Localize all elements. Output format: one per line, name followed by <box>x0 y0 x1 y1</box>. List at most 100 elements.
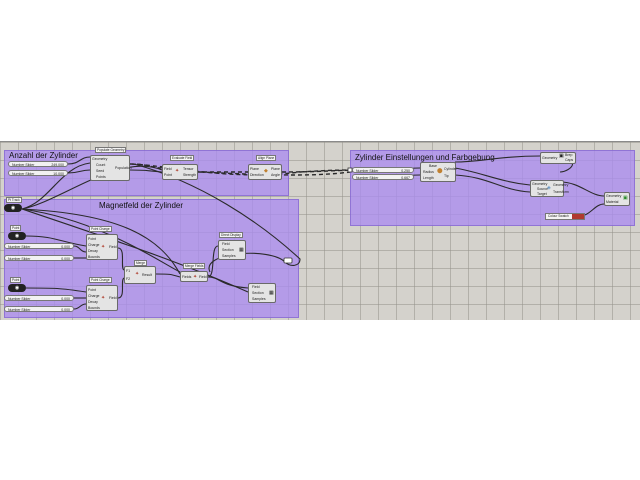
charge-icon: ✦ <box>101 295 106 301</box>
input-geometry[interactable]: Geometry <box>92 157 108 161</box>
align-plane-title: Align Plane <box>256 155 277 161</box>
input-geometry[interactable]: Geometry <box>542 156 558 160</box>
input-samples[interactable]: Samples <box>222 254 236 258</box>
merge-fields-component[interactable]: F1 F2 ✦ Result <box>124 266 156 284</box>
output-caps[interactable]: Caps <box>565 158 574 162</box>
colour-swatch[interactable]: Colour Swatch <box>545 213 585 220</box>
grasshopper-canvas[interactable]: Anzahl der Zylinder Magnetfeld der Zylin… <box>0 142 640 320</box>
input-bounds[interactable]: Bounds <box>88 306 100 310</box>
output-brep[interactable]: Brep <box>565 153 573 157</box>
input-radius[interactable]: Radius <box>423 170 434 174</box>
field-display-component-3[interactable]: Field Section Samples ▦ <box>248 283 276 303</box>
field-icon: ✦ <box>175 168 180 174</box>
number-slider-mag-4[interactable]: Number Slider 0.000 <box>4 306 74 312</box>
output-tip[interactable]: Tip <box>444 174 449 178</box>
canvas-top-border <box>0 141 640 142</box>
slider-value: 249.000 <box>51 163 64 167</box>
output-tensor[interactable]: Tensor <box>183 167 194 171</box>
slider-value: 0.000 <box>61 308 70 312</box>
cylinder-component[interactable]: Base Radius Length ⬤ Cylinder Tip <box>420 162 457 182</box>
number-slider-mag-2[interactable]: Number Slider 0.000 <box>4 255 74 261</box>
evaluate-field-component[interactable]: Field Point ✦ Tensor Strength <box>162 164 198 180</box>
slider-label: Number Slider <box>12 172 35 176</box>
output-field[interactable]: Field <box>109 296 117 300</box>
deform-component[interactable]: Geometry Source Target ◈ Geometry Transf… <box>530 180 569 197</box>
point-charge-component-2[interactable]: Point Charge Decay Bounds ✦ Field <box>86 285 118 311</box>
input-f1[interactable]: F1 <box>126 269 131 273</box>
output-geometry[interactable]: Geometry <box>553 183 569 187</box>
input-geometry[interactable]: Geometry <box>532 182 548 186</box>
input-point[interactable]: Point <box>88 288 96 292</box>
input-field[interactable]: Field <box>252 285 260 289</box>
merge-icon: ✦ <box>135 271 140 277</box>
input-direction[interactable]: Direction <box>250 173 264 177</box>
populate-geometry-title: Populate Geometry <box>95 147 127 153</box>
input-bounds[interactable]: Bounds <box>88 255 100 259</box>
input-material[interactable]: Material <box>606 200 619 204</box>
point-toggle-2[interactable]: ◉ <box>8 284 26 292</box>
input-f2[interactable]: F2 <box>126 277 131 281</box>
input-base[interactable]: Base <box>429 164 437 168</box>
input-plane[interactable]: Plane <box>250 167 259 171</box>
output-field[interactable]: Field <box>109 245 117 249</box>
main-toggle[interactable]: ◉ <box>4 204 22 212</box>
slider-label: Number Slider <box>8 308 31 312</box>
output-strength[interactable]: Strength <box>183 173 197 177</box>
direct-display-title: Direct Display <box>219 232 243 238</box>
number-slider-mag-3[interactable]: Number Slider 0.000 <box>4 295 74 301</box>
slider-value: 0.000 <box>61 245 70 249</box>
input-decay[interactable]: Decay <box>88 249 98 253</box>
number-slider-anzahl-1[interactable]: Number Slider 249.000 <box>8 161 68 167</box>
input-seed[interactable]: Seed <box>96 169 105 173</box>
point-toggle-1[interactable]: ◉ <box>8 232 26 240</box>
slider-value: 0.000 <box>61 297 70 301</box>
cap-component[interactable]: Geometry ▣ Brep Caps <box>540 152 576 164</box>
output-result[interactable]: Result <box>142 273 152 277</box>
group-title-magnetfeld: Magnetfeld der Zylinder <box>99 201 184 210</box>
merge-title: Merge <box>134 260 148 266</box>
input-source[interactable]: Source <box>537 187 549 191</box>
input-charge[interactable]: Charge <box>88 243 100 247</box>
merge-fields-component-2[interactable]: Fields ✦ Field <box>180 271 208 282</box>
number-slider-zyl-2[interactable]: Number Slider 0.667 <box>352 174 414 180</box>
cylinder-icon: ⬤ <box>437 168 443 174</box>
output-field[interactable]: Field <box>199 275 207 279</box>
evaluate-field-title: Evaluate Field <box>170 155 195 161</box>
input-fields[interactable]: Fields <box>182 275 192 279</box>
input-section[interactable]: Section <box>222 248 234 252</box>
output-angle[interactable]: Angle <box>271 173 280 177</box>
input-field[interactable]: Field <box>164 167 172 171</box>
slider-value: 0.667 <box>401 176 410 180</box>
point-charge-title-2: Point Charge <box>89 277 112 283</box>
point-charge-component-1[interactable]: Point Charge Decay Bounds ✦ Field <box>86 234 118 260</box>
custom-preview-component[interactable]: Geometry Material ▣ <box>604 192 630 206</box>
input-points[interactable]: Points <box>96 175 106 179</box>
input-geometry[interactable]: Geometry <box>606 194 622 198</box>
group-title-zylinder: Zylinder Einstellungen und Farbgebung <box>355 153 495 162</box>
number-slider-mag-1[interactable]: Number Slider 0.000 <box>4 243 74 249</box>
output-population[interactable]: Population <box>115 166 132 170</box>
output-transform[interactable]: Transform <box>553 190 569 194</box>
input-point[interactable]: Point <box>88 237 96 241</box>
output-plane[interactable]: Plane <box>271 167 280 171</box>
input-section[interactable]: Section <box>252 291 264 295</box>
populate-geometry-component[interactable]: Geometry Count Seed Points Population <box>90 155 132 181</box>
fields-icon: ✦ <box>193 274 198 280</box>
output-cylinder[interactable]: Cylinder <box>444 167 457 171</box>
input-decay[interactable]: Decay <box>88 300 98 304</box>
slider-value: 10.000 <box>53 172 64 176</box>
input-field[interactable]: Field <box>222 242 230 246</box>
input-charge[interactable]: Charge <box>88 294 100 298</box>
number-slider-anzahl-2[interactable]: Number Slider 10.000 <box>8 170 68 176</box>
field-display-component-1[interactable]: Field Section Samples ▦ <box>218 240 246 260</box>
input-count[interactable]: Count <box>96 163 106 167</box>
align-plane-component[interactable]: Plane Direction ◆ Plane Angle <box>248 164 282 180</box>
input-samples[interactable]: Samples <box>252 297 266 301</box>
slider-label: Number Slider <box>8 297 31 301</box>
group-title-anzahl: Anzahl der Zylinder <box>9 151 78 160</box>
number-slider-zyl-1[interactable]: Number Slider 0.250 <box>352 167 414 173</box>
input-point[interactable]: Point <box>164 173 172 177</box>
input-length[interactable]: Length <box>423 176 434 180</box>
input-target[interactable]: Target <box>537 192 547 196</box>
point-charge-title-1: Point Charge <box>89 226 112 232</box>
